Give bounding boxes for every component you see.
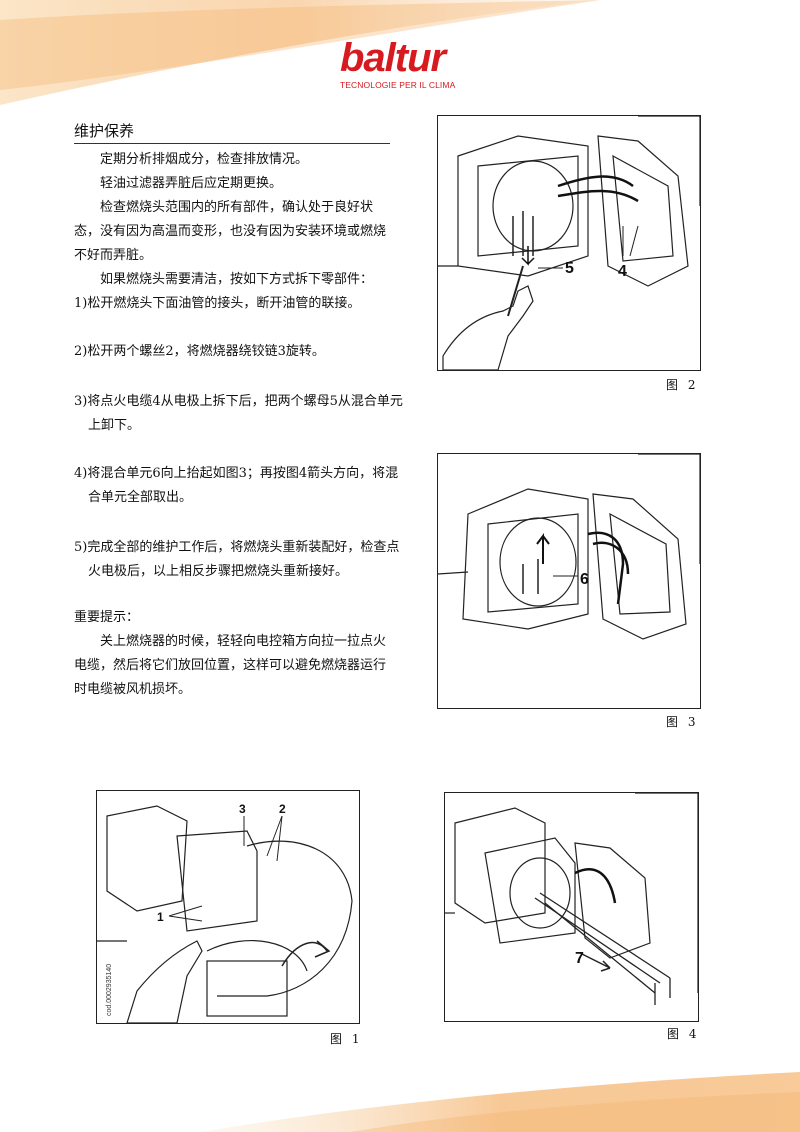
- figure-3-illustration: 6: [437, 453, 701, 709]
- figure-1-caption: 图 1: [330, 1032, 363, 1046]
- logo-tagline: TECNOLOGIE PER IL CLIMA: [340, 80, 456, 90]
- header-swoosh-decoration: [0, 0, 600, 105]
- figure-3-drawing: 6: [438, 454, 700, 640]
- label-3: 3: [239, 802, 246, 816]
- label-5: 5: [565, 260, 574, 277]
- note-title: 重要提示：: [74, 610, 140, 625]
- footer-swoosh-decoration: [200, 1072, 800, 1132]
- step-5: 5)完成全部的维护工作后，将燃烧头重新装配好，检查点火电极后，以上相反步骤把燃烧…: [74, 540, 400, 579]
- figure-4-illustration: 7: [444, 792, 699, 1022]
- paragraph-3: 检查燃烧头范围内的所有部件，确认处于良好状态，没有因为高温而变形，也没有因为安装…: [74, 200, 387, 263]
- step-3: 3)将点火电缆4从电极上拆下后，把两个螺母5从混合单元上卸下。: [74, 394, 403, 433]
- paragraph-1: 定期分析排烟成分，检查排放情况。: [100, 152, 309, 167]
- paragraph-4: 如果燃烧头需要清洁，按如下方式拆下零部件：: [100, 272, 374, 287]
- figure-4-caption: 图 4: [667, 1027, 700, 1041]
- label-7: 7: [575, 950, 584, 967]
- label-1: 1: [157, 910, 164, 924]
- figure-2-drawing: 5 4: [438, 116, 700, 370]
- brand-logo: baltur TECNOLOGIE PER IL CLIMA: [340, 38, 460, 90]
- label-4: 4: [618, 263, 627, 280]
- figure-code: cod.0002935140: [106, 964, 113, 1016]
- step-4: 4)将混合单元6向上抬起如图3；再按图4箭头方向，将混合单元全部取出。: [74, 466, 399, 505]
- section-title: 维护保养: [74, 122, 135, 140]
- label-6: 6: [580, 571, 589, 588]
- label-2: 2: [279, 802, 286, 816]
- figure-2-caption: 图 2: [666, 378, 699, 392]
- figure-3-caption: 图 3: [666, 715, 699, 729]
- step-1: 1)松开燃烧头下面油管的接头，断开油管的联接。: [74, 296, 361, 311]
- figure-2-illustration: 5 4: [437, 115, 701, 371]
- title-rule: [74, 143, 390, 144]
- figure-4-drawing: 7: [445, 793, 698, 1005]
- figure-1-illustration: 3 2 1 cod.0002935140: [96, 790, 360, 1024]
- logo-wordmark: baltur: [340, 36, 446, 80]
- step-2: 2)松开两个螺丝2，将燃烧器绕铰链3旋转。: [74, 344, 325, 359]
- figure-1-drawing: 3 2 1 cod.0002935140: [97, 802, 353, 1023]
- paragraph-2: 轻油过滤器弄脏后应定期更换。: [100, 176, 283, 191]
- note-text: 关上燃烧器的时候，轻轻向电控箱方向拉一拉点火电缆，然后将它们放回位置，这样可以避…: [74, 634, 387, 697]
